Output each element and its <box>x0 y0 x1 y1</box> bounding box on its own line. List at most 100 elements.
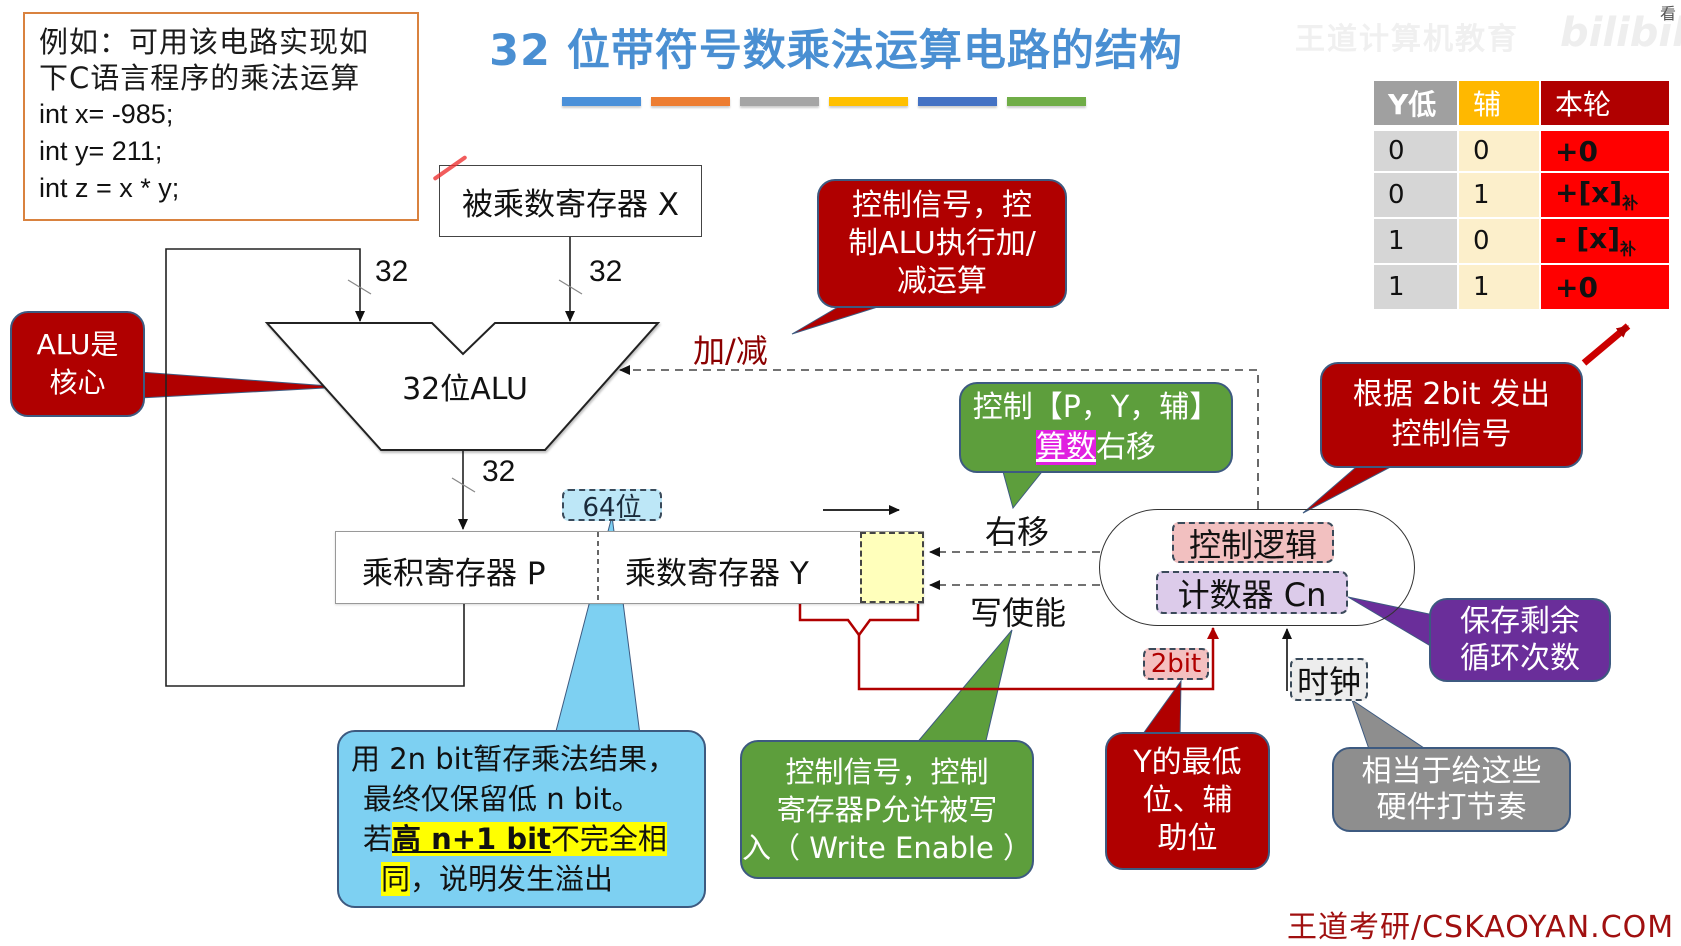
bilibili-logo: bilibili <box>1560 10 1681 56</box>
callout-tail-clock <box>1351 698 1432 753</box>
highlight-arithmetic: 算数 <box>1036 429 1096 465</box>
cell-y-low: 1 <box>1374 265 1457 309</box>
cell-operation-text: - [x] <box>1555 222 1621 256</box>
callout-add-sub-control: 控制信号，控 制ALU执行加/ 减运算 <box>817 179 1067 308</box>
two-bit-wire <box>857 627 1219 691</box>
corner-overlay-text: 看 <box>1660 4 1677 23</box>
auxiliary-bit-cell <box>860 532 924 603</box>
callout-line: 若高 n+1 bit不完全相 <box>351 819 704 859</box>
product-register-p: 乘积寄存器 P <box>362 556 546 592</box>
color-bar <box>1007 97 1086 106</box>
bus-width-label: 32 <box>375 255 409 288</box>
bus-slash <box>451 477 476 493</box>
cell-operation: +[x]补 <box>1541 173 1669 217</box>
callout-line: 根据 2bit 发出 <box>1352 377 1551 412</box>
cell-y-low: 0 <box>1374 127 1457 171</box>
width-64-tag: 64位 <box>562 489 662 523</box>
callout-line: 位、辅 <box>1142 783 1233 818</box>
color-bar <box>918 97 997 106</box>
footer-brand: 王道考研/CSKAOYAN.COM <box>1287 910 1675 945</box>
callout-line: 保存剩余 <box>1460 604 1580 639</box>
callout-counter-note: 保存剩余 循环次数 <box>1429 598 1611 682</box>
bus-slash <box>558 279 583 295</box>
callout-line: 制ALU执行加/ <box>848 225 1036 261</box>
callout-overflow-note: 用 2n bit暂存乘法结果， 最终仅保留低 n bit。 若高 n+1 bit… <box>337 730 706 908</box>
callout-tail-alu <box>139 371 344 399</box>
multiplicand-register-x: 被乘数寄存器 X <box>439 165 702 237</box>
cell-y-low-text: 0 <box>1388 136 1405 166</box>
callout-tail-2bit-control <box>1302 461 1401 514</box>
counter-cn-box: 计数器 Cn <box>1156 571 1348 614</box>
color-bar <box>829 97 908 106</box>
callout-line: 寄存器P允许被写 <box>776 792 998 827</box>
highlight-text: 同 <box>381 862 411 896</box>
color-bar <box>740 97 819 106</box>
cell-operation-text: +0 <box>1555 134 1598 168</box>
code-example-box: 例如：可用该电路实现如 下C语言程序的乘法运算 int x= -985; int… <box>23 12 419 221</box>
add-sub-signal-label: 加/减 <box>693 332 768 370</box>
highlight-text: 不完全相 <box>550 822 667 856</box>
header-aux: 辅 <box>1459 81 1539 125</box>
cell-aux: 1 <box>1459 173 1539 217</box>
header-this-round: 本轮 <box>1541 81 1669 125</box>
cell-aux-text: 0 <box>1473 136 1490 166</box>
code-line: int y= 211; <box>39 136 163 166</box>
bus-width-label: 32 <box>482 455 516 488</box>
cell-operation: - [x]补 <box>1541 219 1669 263</box>
callout-line: 算数右移 <box>961 428 1231 468</box>
header-y-low: Y低 <box>1374 81 1457 125</box>
callout-tail-write-enable <box>913 629 1013 746</box>
cell-y-low: 0 <box>1374 173 1457 217</box>
control-logic-box: 控制逻辑 <box>1172 522 1334 564</box>
write-enable-signal-label: 写使能 <box>970 594 1067 632</box>
shift-signal-label: 右移 <box>985 513 1050 551</box>
code-line: int x= -985; <box>39 99 174 129</box>
callout-tail-shift <box>1001 467 1047 510</box>
callout-line: 相当于给这些 <box>1361 753 1542 789</box>
register-divider <box>597 532 599 603</box>
callout-line: 同，说明发生溢出 <box>351 859 704 899</box>
cell-y-low: 1 <box>1374 219 1457 263</box>
circuit-wiring <box>139 237 1631 753</box>
bus-width-label: 32 <box>589 255 623 288</box>
cell-operation-text: +0 <box>1555 270 1598 304</box>
product-multiplier-register: 乘积寄存器 P 乘数寄存器 Y <box>335 531 924 604</box>
callout-text: 若 <box>363 822 393 856</box>
callout-line: 循环次数 <box>1460 641 1580 676</box>
add-sub-control-line <box>619 365 1259 509</box>
alu-label: 32位ALU <box>402 372 528 407</box>
cell-y-low-text: 0 <box>1388 180 1405 210</box>
cell-aux: 0 <box>1459 127 1539 171</box>
callout-y-low-aux-bits: Y的最低 位、辅 助位 <box>1105 732 1270 870</box>
complement-subscript: 补 <box>1620 239 1637 259</box>
callout-line: 用 2n bit暂存乘法结果， <box>351 742 677 776</box>
multiplier-register-y: 乘数寄存器 Y <box>625 556 809 592</box>
callout-clock-note: 相当于给这些 硬件打节奏 <box>1332 747 1571 832</box>
callout-alu-core: ALU是 核心 <box>10 311 145 417</box>
callout-line: 控制信号 <box>1391 417 1512 452</box>
table-row: 0 0 +0 <box>1374 127 1669 171</box>
callout-line: Y的最低 <box>1133 745 1242 780</box>
callout-line: 硬件打节奏 <box>1376 789 1527 825</box>
cell-operation: +0 <box>1541 265 1669 309</box>
low-bits-bracket <box>798 604 920 638</box>
control-unit-outline <box>1099 509 1415 626</box>
callout-text: ，说明发生溢出 <box>410 862 614 896</box>
intro-line: 下C语言程序的乘法运算 <box>39 61 361 95</box>
two-bit-tag: 2bit <box>1143 648 1209 680</box>
cell-aux-text: 0 <box>1473 226 1490 256</box>
cell-y-low-text: 1 <box>1388 272 1405 302</box>
cell-aux: 1 <box>1459 265 1539 309</box>
cell-operation: +0 <box>1541 127 1669 171</box>
cell-aux-text: 1 <box>1473 180 1490 210</box>
callout-line: 助位 <box>1157 821 1218 856</box>
cell-operation-text: +[x] <box>1555 176 1623 210</box>
watermark-text: 王道计算机教育 <box>1295 22 1519 57</box>
callout-line: 最终仅保留低 n bit。 <box>363 782 641 816</box>
table-row: 0 1 +[x]补 <box>1374 173 1669 217</box>
callout-line: 控制【P，Y，辅】 <box>972 389 1220 425</box>
intro-line: 例如：可用该电路实现如 <box>39 25 370 59</box>
